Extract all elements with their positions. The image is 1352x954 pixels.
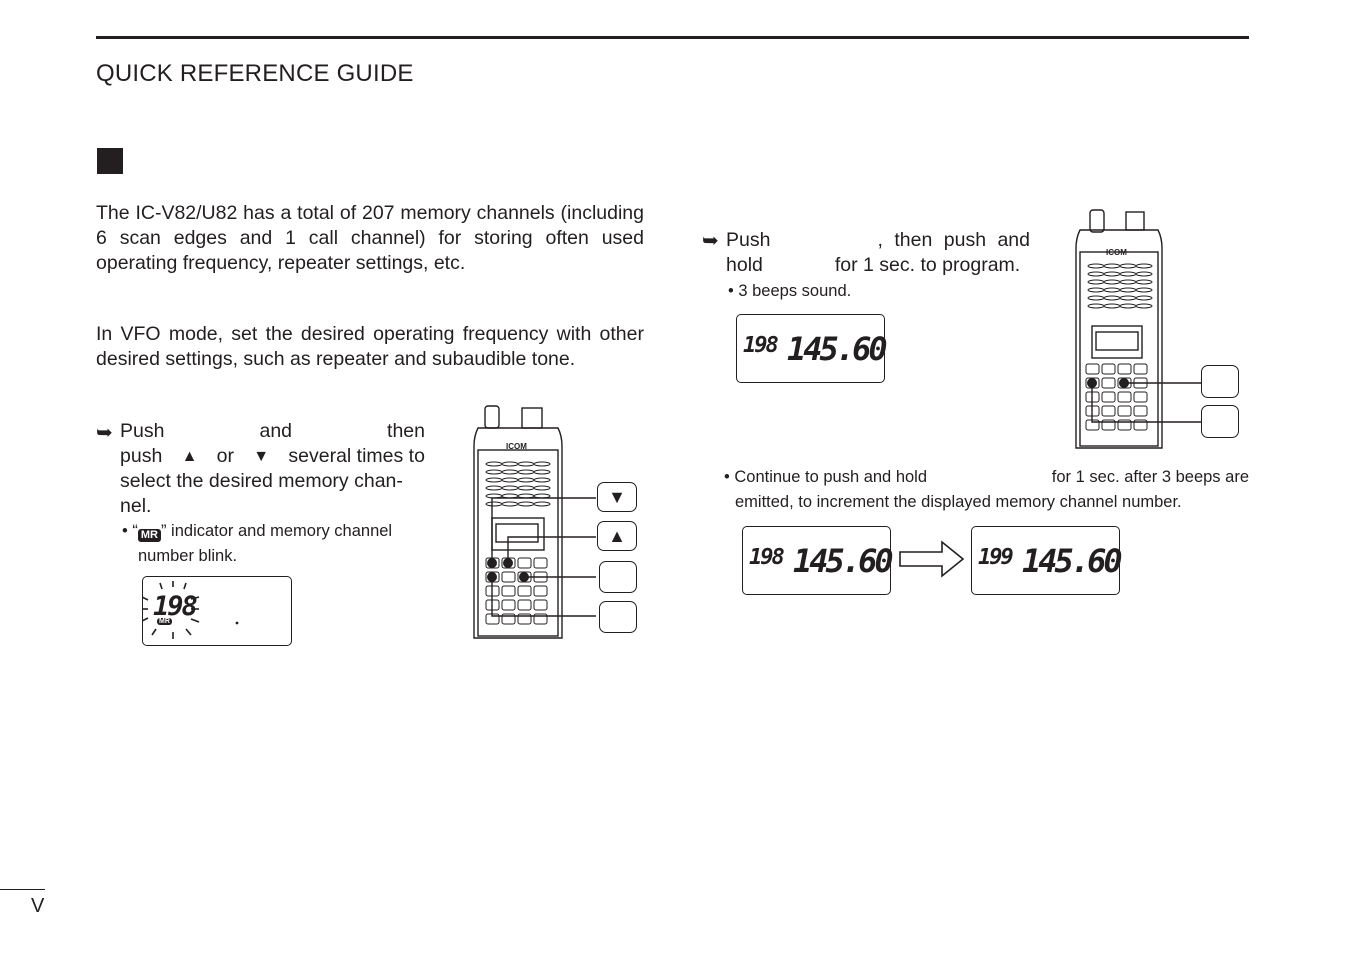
lcd-before-increment: 198 145.60 [742, 526, 894, 595]
radio-illustration-2: ICOM [1075, 209, 1202, 449]
intro-paragraph-1: The IC-V82/U82 has a total of 207 memory… [96, 202, 644, 274]
vfo-mr-key-callout-2 [1201, 365, 1239, 398]
step-arrow-icon: ➥ [702, 230, 719, 252]
step-arrow-icon: ➥ [96, 422, 113, 444]
step2-note: • 3 beeps sound. [728, 282, 852, 300]
down-triangle-icon: ▼ [253, 448, 270, 465]
lcd-channel-number: 198 [749, 545, 785, 570]
intro-paragraph-2: In VFO mode, set the desired operating f… [96, 323, 644, 370]
mw-key-callout [599, 601, 637, 633]
lcd-channel-number: 198 [743, 333, 779, 358]
lcd-blinking-channel: 198 MR [142, 576, 292, 646]
top-rule [96, 36, 1249, 39]
lcd-frequency: 145.60 [1022, 542, 1123, 580]
svg-text:ICOM: ICOM [1106, 248, 1127, 257]
page-number: V [31, 895, 45, 917]
mr-indicator-icon: MR [137, 529, 161, 542]
vfo-mr-key-callout [599, 561, 637, 593]
lcd-programmed: 198 145.60 [736, 314, 888, 383]
radio-illustration-1: ICOM [473, 405, 596, 639]
up-arrow-icon: ▲ [608, 525, 626, 546]
mw-key-callout-2 [1201, 405, 1239, 438]
lcd-frequency: 145.60 [793, 542, 894, 580]
lcd-channel-number: 198 [153, 591, 198, 622]
lcd-frequency: 145.60 [787, 330, 888, 368]
footer-rule [0, 889, 45, 891]
up-key-callout: ▲ [597, 521, 637, 551]
step1-note: • “MR” indicator and memory channel numb… [122, 522, 393, 565]
lcd-after-increment: 199 145.60 [971, 526, 1123, 595]
svg-text:ICOM: ICOM [506, 442, 527, 451]
lcd-mr-badge: MR [157, 618, 172, 625]
up-triangle-icon: ▲ [181, 448, 198, 465]
step2-text: Push , then push and hold for 1 sec. to … [726, 229, 1030, 276]
step3-note: • Continue to push and hold for 1 sec. a… [724, 468, 1249, 511]
page-title: QUICK REFERENCE GUIDE [96, 60, 414, 87]
lcd-channel-number: 199 [978, 545, 1014, 570]
section-marker [97, 148, 123, 174]
right-arrow-icon [899, 540, 965, 578]
down-key-callout: ▼ [597, 482, 637, 512]
down-arrow-icon: ▼ [608, 486, 626, 507]
blink-rays-icon [143, 581, 239, 639]
